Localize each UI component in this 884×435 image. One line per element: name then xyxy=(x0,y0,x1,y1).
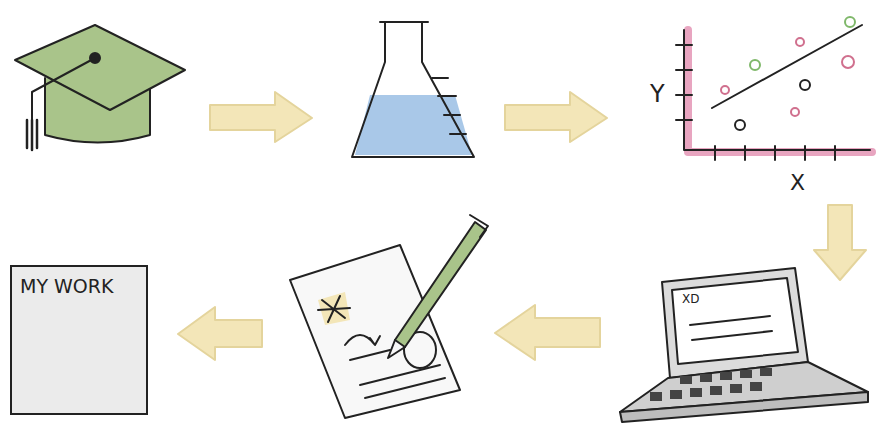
graduation-cap xyxy=(15,25,185,150)
flow-arrow xyxy=(814,205,866,280)
screen-text: XD xyxy=(682,292,699,306)
document-page: MY WORK xyxy=(10,265,148,415)
flow-arrow xyxy=(505,92,607,142)
flow-arrow xyxy=(178,307,262,360)
flow-arrow xyxy=(210,92,312,142)
flow-arrow xyxy=(495,305,600,360)
laptop xyxy=(620,268,868,422)
flask xyxy=(352,22,474,157)
axis-label: Y xyxy=(650,80,665,108)
document-title: MY WORK xyxy=(20,275,138,297)
paper-with-pen xyxy=(290,215,488,418)
scatter-plot xyxy=(676,17,872,160)
axis-label: X xyxy=(790,170,805,195)
